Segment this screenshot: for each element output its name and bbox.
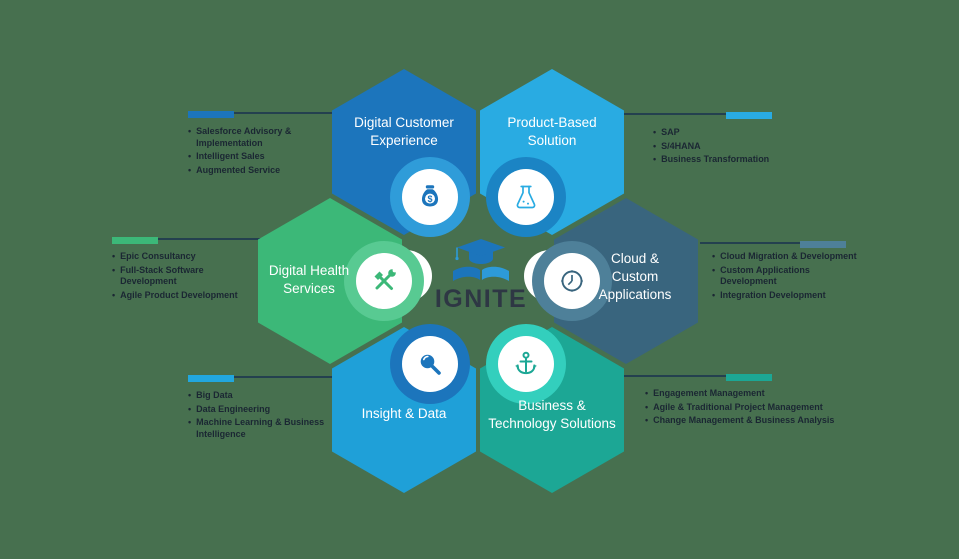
- connector-cap: [188, 375, 234, 382]
- hexagon-title-insight-and-data: Insight & Data: [361, 406, 447, 421]
- icon-circle: [544, 253, 600, 309]
- connector-line-digital-health-services: [114, 238, 269, 240]
- icon-circle: $: [402, 169, 458, 225]
- bullet-text: S/4HANA: [661, 140, 701, 151]
- bullet-text: Data Engineering: [196, 403, 271, 414]
- icon-circle: [498, 336, 554, 392]
- bullet-marker: •: [653, 127, 657, 137]
- svg-text:$: $: [427, 194, 432, 204]
- bullet-text: Agile & Traditional Project Management: [653, 401, 823, 412]
- bullet-item: • Engagement Management: [645, 388, 895, 400]
- bullet-item: • Agile & Traditional Project Management: [645, 402, 895, 414]
- anchor-icon: [515, 351, 537, 375]
- bullet-text: Business Transformation: [661, 154, 770, 164]
- connector-line-insight-and-data: [190, 376, 348, 378]
- bullet-list-product-based-solution: • SAP • S/4HANA • Business Transformation: [653, 127, 813, 168]
- bullet-text: Epic Consultancy: [120, 251, 196, 261]
- bullet-marker: •: [653, 140, 657, 151]
- graduation-cap-open-book-icon: [443, 237, 519, 290]
- connector-cap: [726, 374, 772, 381]
- bullet-item: • Agile Product Development: [112, 290, 302, 302]
- bullet-item: • Business Transformation: [653, 154, 813, 166]
- connector-line-digital-customer-experience: [190, 112, 350, 114]
- flask-icon: [516, 185, 536, 209]
- connector-cap: [726, 112, 772, 119]
- bullet-item: • SAP: [653, 127, 813, 139]
- bullet-list-digital-customer-experience: • Salesforce Advisory &Implementation • Int…: [188, 126, 358, 178]
- bullet-marker: •: [188, 417, 192, 427]
- bullet-item: • Big Data: [188, 390, 383, 402]
- bullet-list-cloud-custom-applications: • Cloud Migration & Development • Custom Ap…: [712, 251, 912, 303]
- bullet-text: Change Management & Business Analysis: [653, 415, 835, 425]
- bullet-marker: •: [112, 264, 116, 275]
- bullet-text: Engagement Management: [653, 388, 765, 398]
- connector-line-product-based-solution: [622, 113, 772, 115]
- bullet-item: • S/4HANA: [653, 141, 813, 153]
- bullet-marker: •: [188, 390, 192, 400]
- bullet-item: • Salesforce Advisory &Implementation: [188, 126, 358, 149]
- connector-cap: [800, 241, 846, 248]
- bullet-marker: •: [645, 388, 649, 398]
- bullet-item: • Augmented Service: [188, 165, 358, 177]
- bullet-marker: •: [188, 164, 192, 175]
- hexagon-title-business-technology-solutions: Business &Technology Solutions: [488, 398, 616, 431]
- bullet-marker: •: [645, 415, 649, 425]
- bullet-text: Augmented Service: [196, 164, 281, 175]
- connector-cap: [112, 237, 158, 244]
- bullet-list-business-technology-solutions: • Engagement Management • Agile & Tradition…: [645, 388, 895, 429]
- bullet-text: SAP: [661, 127, 680, 137]
- magnifier-icon: [420, 354, 441, 375]
- bullet-marker: •: [188, 151, 192, 161]
- brand-wordmark: IGNITE: [434, 285, 528, 313]
- money-bag-icon: $: [421, 185, 439, 207]
- bullet-marker: •: [712, 251, 716, 261]
- bullet-marker: •: [712, 264, 716, 275]
- connector-cap: [188, 111, 234, 118]
- hammer-wrench-icon: [374, 268, 397, 290]
- bullet-marker: •: [188, 403, 192, 414]
- bullet-item: • Change Management & Business Analysis: [645, 415, 895, 427]
- bullet-list-insight-and-data: • Big Data • Data Engineering • Machine Learn…: [188, 390, 383, 442]
- bullet-item: • Cloud Migration & Development: [712, 251, 912, 263]
- bullet-text: Intelligent Sales: [196, 151, 265, 161]
- icon-circle: [356, 253, 412, 309]
- bullet-marker: •: [112, 251, 116, 261]
- bullet-text: Salesforce Advisory &Implementation: [196, 126, 292, 148]
- icon-circle: [402, 336, 458, 392]
- bullet-marker: •: [645, 401, 649, 412]
- bullet-text: Integration Development: [720, 289, 826, 300]
- bullet-item: • Data Engineering: [188, 404, 383, 416]
- connector-line-business-technology-solutions: [622, 375, 772, 377]
- bullet-marker: •: [712, 289, 716, 300]
- bullet-text: Big Data: [196, 390, 233, 400]
- icon-circle: [498, 169, 554, 225]
- bullet-text: Cloud Migration & Development: [720, 251, 857, 261]
- bullet-text: Agile Product Development: [120, 289, 238, 300]
- bullet-marker: •: [653, 154, 657, 164]
- bullet-item: • Intelligent Sales: [188, 151, 358, 163]
- connector-line-cloud-custom-applications: [700, 242, 846, 244]
- bullet-marker: •: [188, 126, 192, 136]
- bullet-marker: •: [112, 289, 116, 300]
- bullet-item: • Epic Consultancy: [112, 251, 302, 263]
- clock-icon: [561, 270, 583, 292]
- bullet-item: • Integration Development: [712, 290, 912, 302]
